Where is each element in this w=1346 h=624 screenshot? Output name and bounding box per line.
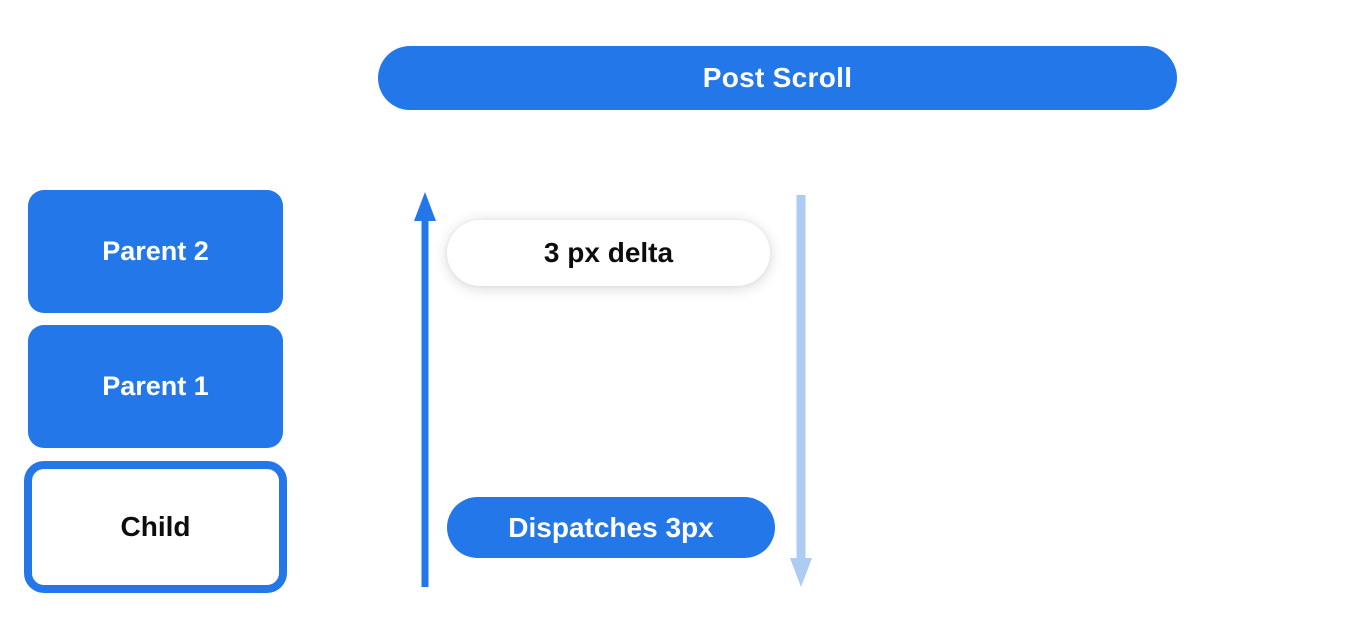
post-scroll-banner: Post Scroll	[378, 46, 1177, 110]
parent-1-label: Parent 1	[102, 371, 209, 401]
dispatches-label: Dispatches 3px	[508, 511, 714, 543]
down-arrow-icon	[790, 195, 812, 587]
child-label: Child	[120, 511, 191, 542]
parent-2-box: Parent 2	[28, 190, 283, 313]
delta-label: 3 px delta	[543, 237, 674, 268]
dispatches-pill: Dispatches 3px	[447, 497, 775, 558]
up-arrow-icon	[414, 192, 436, 587]
parent-1-box: Parent 1	[28, 325, 283, 448]
parent-2-label: Parent 2	[102, 236, 209, 266]
post-scroll-label: Post Scroll	[702, 62, 853, 93]
child-box: Child	[24, 461, 287, 593]
delta-pill: 3 px delta	[447, 220, 770, 286]
